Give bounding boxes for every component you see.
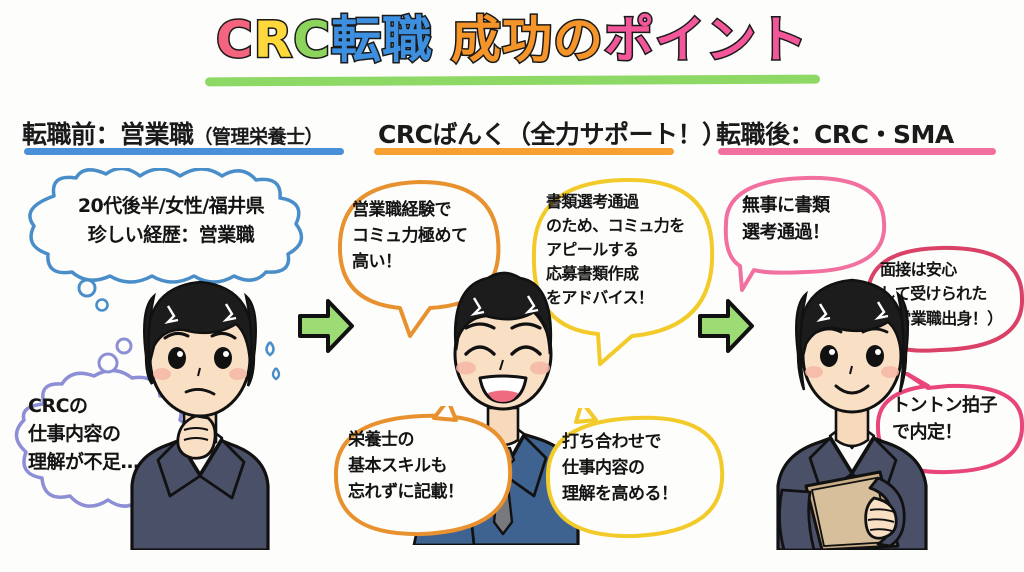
speech-bubble-doc-passed-shape — [723, 175, 887, 292]
column-header-agency: CRCばんく（全力サポート！） — [378, 115, 727, 151]
bubble-doc-advice-text: 書類選考通過 のため、コミュ力を アピールする 応募書類作成 をアドバイス！ — [546, 192, 685, 307]
bubble-comm-skill-text: 営業職経験で コミュ力極めて 高い！ — [352, 200, 468, 272]
arrow-right-icon-2 — [698, 299, 754, 353]
bubble-profile-text: 20代後半/女性/福井県 珍しい経歴：営業職 — [77, 195, 265, 246]
bubble-doc-passed-text: 無事に書類 選考通過！ — [742, 195, 830, 244]
bubble-meeting-text: 打ち合わせで 仕事内容の 理解を高める！ — [562, 432, 678, 504]
column-header-before: 転職前：営業職（管理栄養士） — [22, 115, 324, 151]
column-header-after-underline — [718, 148, 996, 155]
title-text: CRC転職 成功のポイント — [215, 11, 809, 69]
bubble-basic-skill-text: 栄養士の 基本スキルも 忘れずに記載！ — [348, 430, 464, 502]
character-worried-jobseeker-woman — [130, 280, 281, 550]
title-underline — [204, 74, 821, 87]
title-segment-r: R — [252, 11, 294, 69]
speech-bubble-meeting-shape — [545, 408, 725, 539]
arrow-right-icon-1 — [298, 299, 354, 353]
column-header-after-main: 転職後：CRC・SMA — [716, 120, 954, 149]
column-header-after: 転職後：CRC・SMA — [716, 115, 954, 151]
thought-bubble-profile-tail — [77, 278, 109, 312]
thought-bubble-concern-tail — [97, 337, 133, 374]
speech-bubble-offer-shape — [875, 372, 1024, 475]
title-segment-point: ポイント — [602, 11, 808, 69]
bubble-interview-ok-text: 面接は安心 して受けられた （営業職出身！） — [880, 260, 1003, 328]
speech-bubble-comm-skill-shape — [337, 180, 501, 338]
column-header-before-main: 転職前：営業職 — [22, 120, 194, 149]
column-header-agency-sub: （全力サポート！） — [505, 120, 727, 149]
title-segment-c2: C — [292, 11, 332, 69]
bubble-concern-text: CRCの 仕事内容の 理解が不足… — [28, 395, 140, 474]
column-header-agency-main: CRCばんく — [378, 120, 506, 149]
character-confident-crc-woman — [776, 278, 928, 550]
title-segment-tenshoku: 転職 — [329, 11, 433, 69]
column-header-before-sub: （管理栄養士） — [193, 126, 324, 148]
column-header-agency-underline — [374, 148, 674, 155]
title-segment-no: の — [551, 11, 604, 69]
bubble-offer-text: トントン拍子 で内定！ — [892, 395, 998, 443]
title-spacer — [433, 14, 451, 67]
title-segment-c1: C — [215, 11, 255, 69]
thought-bubble-profile-shape — [28, 168, 304, 284]
title-segment-seikou: 成功 — [449, 11, 553, 69]
speech-bubble-basic-skill-shape — [333, 406, 513, 537]
column-header-before-underline — [24, 148, 344, 155]
speech-bubble-doc-advice-shape — [531, 177, 715, 366]
page-title: CRC転職 成功のポイント — [0, 11, 1024, 69]
